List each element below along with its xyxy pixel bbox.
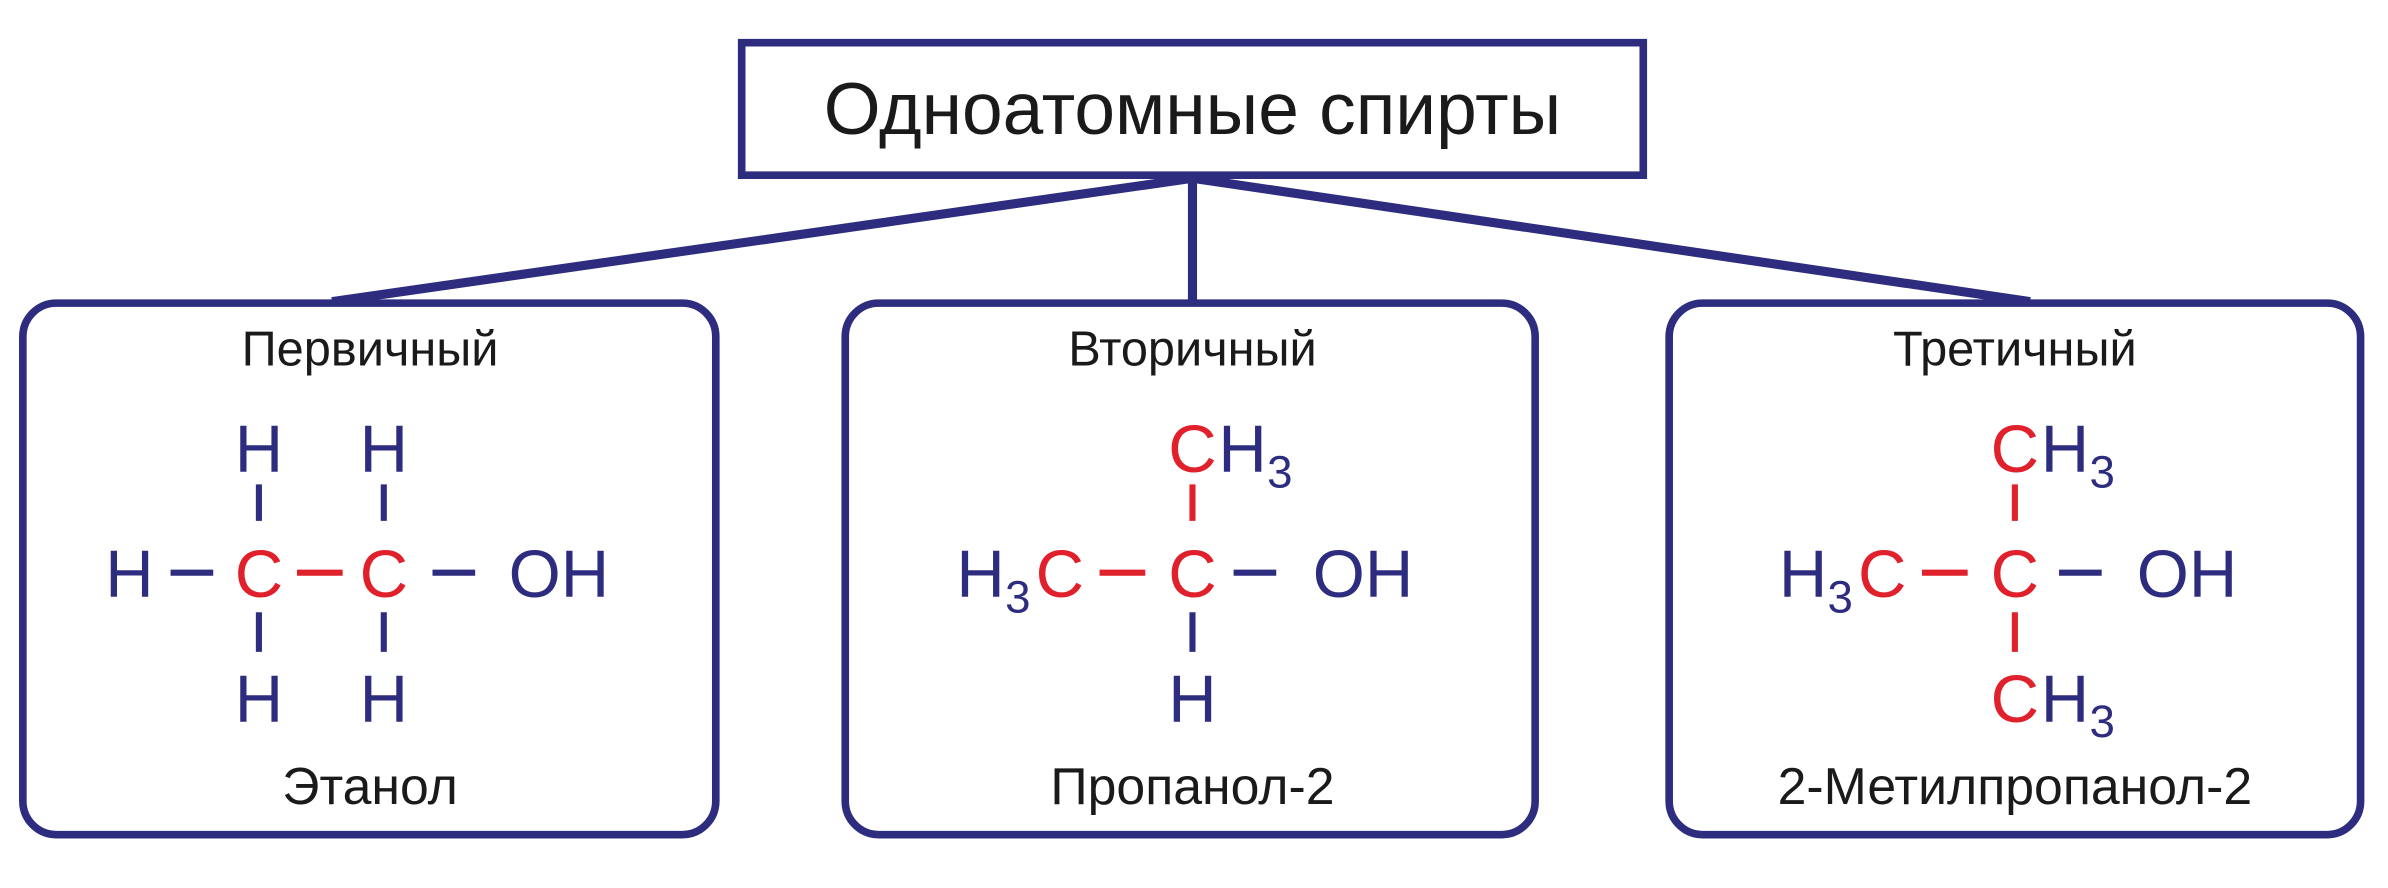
atom-h: H	[360, 412, 408, 487]
compound-name: 2-Метилпропанол-2	[1778, 757, 2253, 815]
hydroxyl-group: OH	[1313, 537, 1414, 612]
subscript-3: 3	[1828, 571, 1853, 622]
atom-h: H	[235, 662, 283, 737]
category-primary: Первичный H H H C C OH H H Этанол	[19, 299, 720, 839]
category-tertiary: Третичный C H 3 H 3 C C OH C H 3 2-Метил…	[1665, 299, 2365, 839]
atom-h: H	[360, 662, 408, 737]
atom-c: C	[235, 537, 283, 612]
compound-name: Пропанол-2	[1050, 757, 1334, 815]
subscript-3: 3	[1267, 446, 1292, 497]
compound-name: Этанол	[282, 757, 458, 815]
hydroxyl-group: OH	[2137, 537, 2238, 612]
category-box	[841, 299, 1539, 839]
atom-h: H	[2041, 412, 2089, 487]
category-box	[1665, 299, 2365, 839]
subscript-3: 3	[2090, 696, 2115, 747]
category-secondary: Вторичный C H 3 H 3 C C OH H Пропанол-2	[841, 299, 1539, 839]
atom-c: C	[1858, 537, 1906, 612]
methylpropanol-formula: C H 3 H 3 C C OH C H 3	[1779, 412, 2237, 747]
propanol-2-formula: C H 3 H 3 C C OH H	[956, 412, 1413, 737]
atom-h: H	[2041, 662, 2089, 737]
ethanol-formula: H H H C C OH H H	[105, 412, 609, 737]
atom-h: H	[235, 412, 283, 487]
category-box	[19, 299, 720, 839]
atom-c: C	[1168, 537, 1216, 612]
category-label: Вторичный	[1068, 323, 1317, 377]
atom-h: H	[1779, 537, 1827, 612]
atom-c: C	[360, 537, 408, 612]
atom-h: H	[1168, 662, 1216, 737]
category-label: Третичный	[1893, 323, 2137, 377]
atom-c: C	[1991, 662, 2039, 737]
atom-c: C	[1168, 412, 1216, 487]
atom-h: H	[1218, 412, 1266, 487]
atom-c: C	[1036, 537, 1084, 612]
connector-tertiary	[1191, 173, 2031, 307]
atom-h: H	[105, 537, 153, 612]
title-box	[737, 38, 1648, 180]
atom-c: C	[1991, 412, 2039, 487]
hydroxyl-group: OH	[509, 537, 609, 612]
atom-h: H	[956, 537, 1004, 612]
diagram-title: Одноатомные спирты	[824, 69, 1561, 150]
connector-primary	[331, 173, 1194, 307]
category-label: Первичный	[242, 323, 499, 377]
atom-c: C	[1991, 537, 2039, 612]
subscript-3: 3	[1005, 571, 1030, 622]
subscript-3: 3	[2090, 446, 2115, 497]
